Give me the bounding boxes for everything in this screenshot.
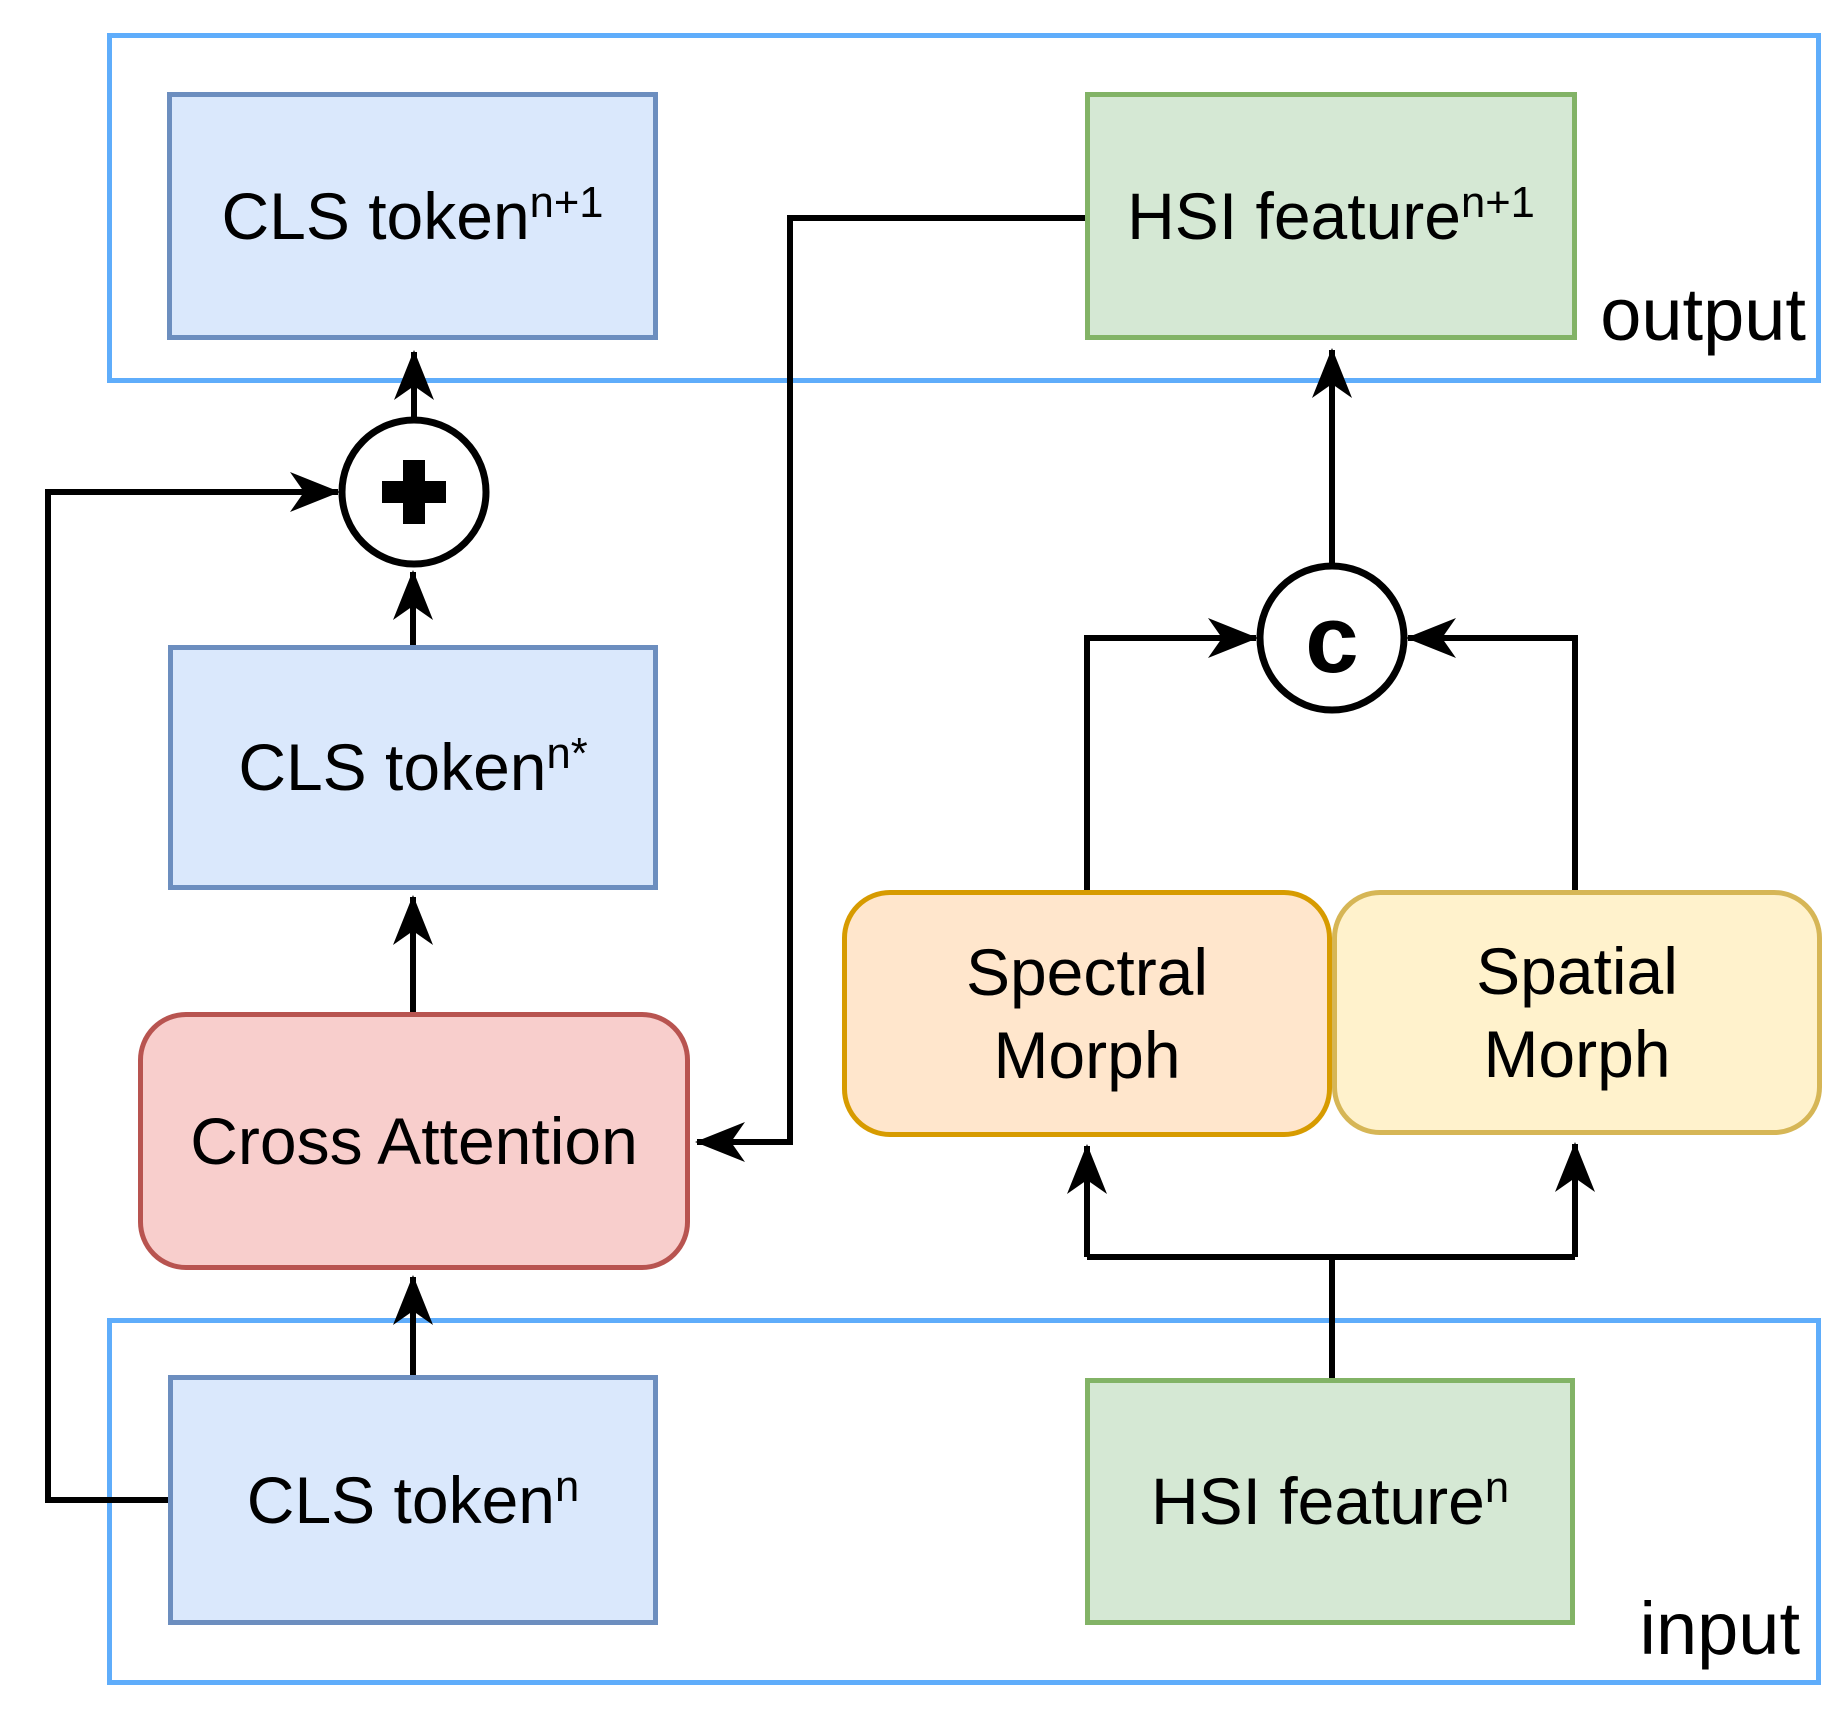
hsi-feature-in-label: HSI featuren bbox=[1150, 1464, 1510, 1539]
input-label: input bbox=[1639, 1587, 1800, 1670]
arrow-spatial-to-concat bbox=[1406, 618, 1578, 890]
arrow-skip-cls-n-to-add bbox=[45, 472, 340, 1503]
output-container bbox=[107, 33, 1821, 383]
concat-icon: c bbox=[1305, 586, 1358, 693]
spectral-morph-label: Spectral Morph bbox=[965, 935, 1209, 1092]
arrow-hsi-next-to-cross-attention bbox=[695, 215, 1085, 1162]
concat-operator-circle bbox=[1256, 562, 1408, 714]
plus-icon bbox=[382, 460, 446, 524]
wire-hsi-n-branch bbox=[1087, 1254, 1575, 1378]
cls-token-in-label: CLS tokenn bbox=[246, 1462, 580, 1537]
output-label: output bbox=[1600, 273, 1806, 356]
cls-token-next-label: CLS tokenn+1 bbox=[221, 178, 604, 253]
hsi-feature-in-box: HSI featuren bbox=[1085, 1378, 1575, 1625]
cls-token-in-box: CLS tokenn bbox=[168, 1375, 658, 1625]
arrow-spectral-to-concat bbox=[1084, 618, 1258, 890]
spatial-morph-box: Spatial Morph bbox=[1332, 890, 1822, 1135]
cls-token-star-label: CLS tokenn* bbox=[238, 730, 588, 805]
spectral-morph-box: Spectral Morph bbox=[842, 890, 1332, 1137]
cls-token-star-box: CLS tokenn* bbox=[168, 645, 658, 890]
spatial-morph-label: Spatial Morph bbox=[1476, 934, 1678, 1091]
cross-attention-box: Cross Attention bbox=[138, 1012, 690, 1270]
hsi-feature-next-box: HSI featuren+1 bbox=[1085, 92, 1577, 340]
cls-token-next-box: CLS tokenn+1 bbox=[167, 92, 658, 340]
hsi-feature-next-label: HSI featuren+1 bbox=[1127, 178, 1535, 253]
cross-attention-label: Cross Attention bbox=[190, 1103, 638, 1178]
